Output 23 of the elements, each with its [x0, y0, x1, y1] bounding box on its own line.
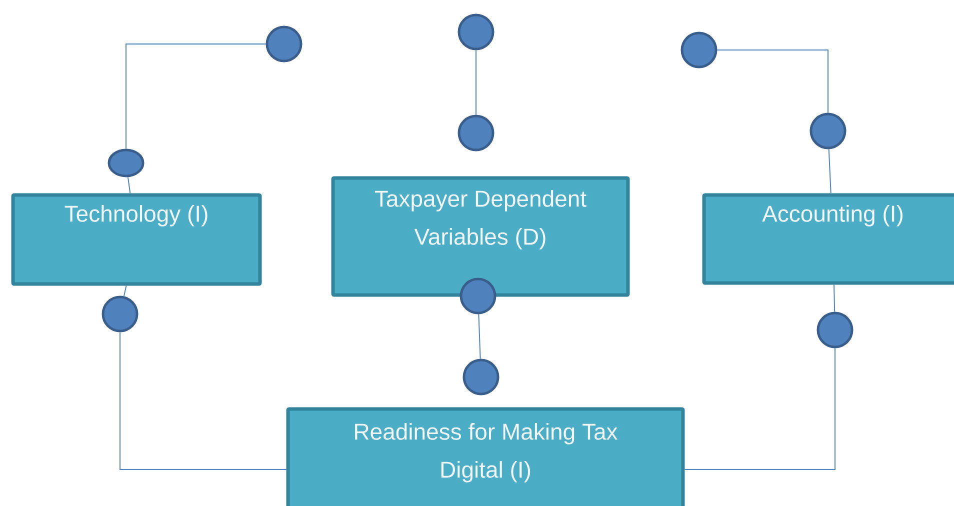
connector-line [126, 44, 266, 150]
connector-line [834, 284, 836, 312]
connector-line [828, 148, 832, 194]
process-box: Accounting (I) [702, 193, 954, 285]
circle-marker [816, 312, 854, 348]
connector-line [120, 332, 287, 470]
circle-marker [810, 112, 846, 150]
connector-line [478, 314, 481, 360]
circle-marker [460, 278, 496, 314]
circle-marker [108, 148, 144, 178]
connector-line [123, 285, 127, 297]
circle-marker [266, 26, 302, 62]
circle-marker [680, 32, 718, 68]
circle-marker [102, 296, 138, 332]
circle-marker [458, 114, 494, 152]
circle-marker [458, 14, 494, 50]
connector-line [716, 50, 828, 114]
circle-marker [462, 358, 500, 396]
process-box: Readiness for Making Tax Digital (I) [286, 407, 685, 506]
process-box: Technology (I) [11, 193, 262, 286]
process-box: Taxpayer Dependent Variables (D) [331, 176, 630, 297]
connector-line [684, 348, 836, 470]
connector-line [127, 176, 131, 194]
